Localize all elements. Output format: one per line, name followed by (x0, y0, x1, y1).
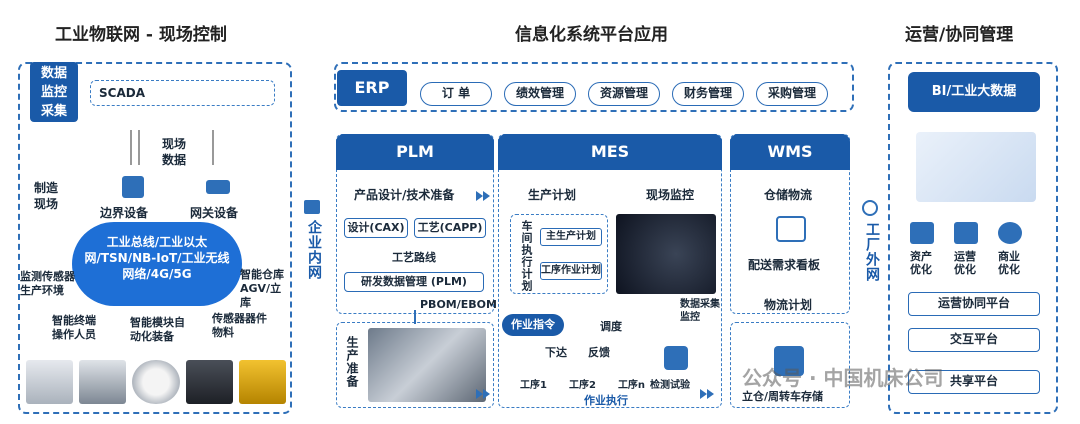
work-exec-label: 作业执行 (584, 394, 628, 407)
board-icon (776, 216, 806, 242)
data-monitor-label: 数据监控采集 (40, 66, 67, 119)
workshop-plan-label: 车间执行计划 (520, 220, 533, 292)
mes-header: MES (498, 134, 722, 170)
erp-panel (334, 62, 854, 112)
prod-plan-label: 生产计划 (528, 188, 577, 202)
data-collect-label: 数据采集监控 (680, 299, 720, 323)
asset-optim-label: 资产优化 (910, 250, 932, 276)
rd-data-box: 研发数据管理 (PLM) (344, 272, 484, 292)
issue-label: 下达 (545, 346, 567, 359)
data-monitor-box: 数据监控采集 (30, 62, 78, 122)
logistics-plan-label: 物流计划 (764, 298, 813, 312)
right-panel (888, 62, 1058, 414)
storage-label: 立仓/周转车存储 (742, 390, 824, 403)
cnc-image (79, 360, 127, 404)
prod-prep-label: 生产准备 (345, 336, 359, 388)
erp-label-box: ERP (337, 70, 407, 106)
monitor-screen-image (616, 214, 716, 294)
globe-icon (862, 200, 878, 216)
process-steps: 工序1 工序2 工序n (520, 376, 645, 391)
wms-header: WMS (730, 134, 850, 170)
edge-device-icon (122, 176, 144, 198)
inspection-label: 检测试验 (650, 380, 690, 391)
erp-item-purchase: 采购管理 (756, 82, 828, 106)
network-cloud: 工业总线/工业以太网/TSN/NB-IoT/工业无线网络/4G/5G (72, 222, 242, 306)
manufacture-site-label: 制造现场 (34, 181, 59, 211)
route-label: 工艺路线 (392, 251, 436, 264)
edge-device-label: 边界设备 (100, 206, 149, 220)
warehouse-flow-label: 仓储物流 (764, 188, 813, 202)
pbom-arrow (414, 310, 416, 324)
cax-box: 设计(CAX) (344, 218, 408, 238)
platform-interaction: 交互平台 (908, 328, 1040, 352)
optim-icons (910, 222, 1022, 244)
capp-box: 工艺(CAPP) (414, 218, 486, 238)
plm-header: PLM (336, 134, 494, 170)
left-panel (18, 62, 292, 414)
chip-image (185, 360, 233, 404)
storage-cube-icon (774, 346, 804, 376)
plm-design-label: 产品设计/技术准备 (354, 188, 455, 202)
left-section-title: 工业物联网 - 现场控制 (55, 25, 227, 45)
network-cloud-label: 工业总线/工业以太网/TSN/NB-IoT/工业无线网络/4G/5G (84, 235, 230, 281)
flow-arrow-1 (476, 186, 490, 205)
center-section-title: 信息化系统平台应用 (515, 25, 668, 45)
gateway-device-icon (206, 180, 230, 194)
flow-arrow-2 (476, 384, 490, 403)
operation-optim-icon (954, 222, 978, 244)
factory-extranet-label: 工厂外网 (864, 222, 880, 282)
up-arrow-line (130, 130, 132, 165)
bi-box: BI/工业大数据 (908, 72, 1040, 112)
erp-item-order: 订 单 (420, 82, 492, 106)
production-line-image (368, 328, 486, 402)
erp-label: ERP (354, 78, 390, 97)
optim-labels: 资产优化 运营优化 商业优化 (910, 250, 1022, 276)
asset-optim-icon (910, 222, 934, 244)
platform-operation: 运营协同平台 (908, 292, 1040, 316)
right-section-title: 运营/协同管理 (905, 25, 1014, 45)
step-2: 工序2 (568, 380, 596, 391)
robot-arm-image (238, 360, 287, 404)
sensor-parts-label: 传感器器件物料 (212, 312, 267, 339)
machine-image (26, 360, 74, 404)
field-monitor-label: 现场监控 (646, 188, 695, 202)
bi-dashboard-image (916, 132, 1036, 202)
erp-item-finance: 财务管理 (672, 82, 744, 106)
field-data-label: 现场数据 (162, 137, 187, 167)
dispatch-label: 调度 (600, 320, 622, 333)
scada-label: SCADA (99, 86, 145, 100)
network-icon (304, 200, 320, 214)
erp-items: 订 单 绩效管理 资源管理 财务管理 采购管理 (420, 82, 828, 106)
gauge-image (132, 360, 180, 404)
storage-panel (730, 322, 850, 408)
flow-arrow-3 (700, 384, 714, 403)
smart-module-label: 智能模块自动化装备 (130, 316, 185, 343)
feedback-label: 反馈 (588, 346, 610, 359)
erp-item-resource: 资源管理 (588, 82, 660, 106)
step-n: 工序n (617, 380, 646, 391)
demand-board-label: 配送需求看板 (748, 258, 821, 272)
terminal-label: 智能终端操作人员 (52, 314, 96, 341)
business-optim-icon (998, 222, 1022, 244)
workshop-plan-box (510, 214, 608, 294)
scada-box: SCADA (90, 80, 275, 106)
process-plan-box: 工序作业计划 (540, 262, 602, 280)
gateway-device-label: 网关设备 (190, 206, 239, 220)
operation-optim-label: 运营优化 (954, 250, 976, 276)
platform-sharing: 共享平台 (908, 370, 1040, 394)
sensor-env-label: 监测传感器生产环境 (20, 270, 75, 297)
inspection-icon (664, 346, 688, 370)
step-1: 工序1 (520, 380, 547, 391)
business-optim-label: 商业优化 (998, 250, 1020, 276)
master-plan-box: 主生产计划 (540, 228, 602, 246)
erp-item-performance: 绩效管理 (504, 82, 576, 106)
work-order-box: 作业指令 (502, 314, 564, 336)
up-arrow-line-2 (212, 130, 214, 165)
down-arrow-line (138, 130, 140, 165)
smart-warehouse-label: 智能仓库AGV/立库 (240, 268, 284, 309)
pbom-label: PBOM/EBOM (420, 298, 497, 311)
equipment-strip (26, 360, 287, 404)
watermark-text: 公众号 · 中国机床公司 (742, 366, 944, 390)
enterprise-intranet-label: 企业内网 (306, 220, 322, 280)
